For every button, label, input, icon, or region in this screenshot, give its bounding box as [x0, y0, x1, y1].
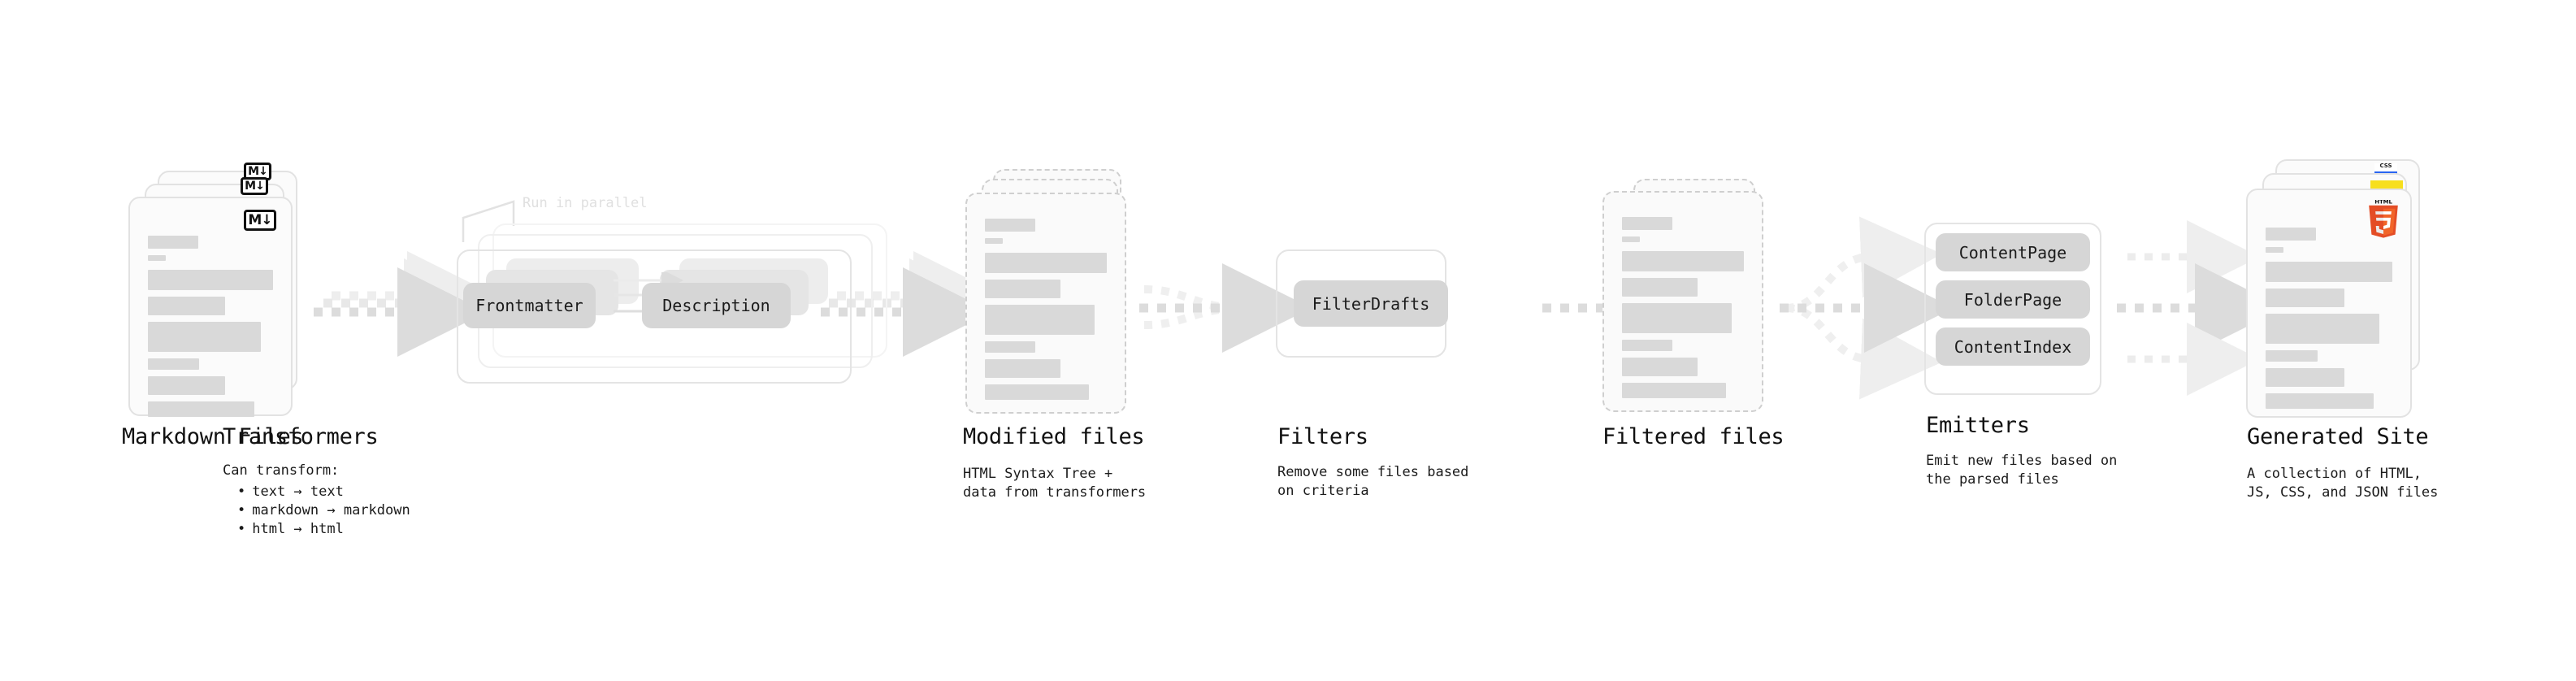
transformer-pill-frontmatter[interactable]: Frontmatter	[463, 283, 596, 328]
filtered-card-content	[1622, 217, 1744, 398]
svg-text:HTML: HTML	[2374, 200, 2392, 206]
markdown-icon: M↓	[244, 210, 276, 231]
emitters-box	[1924, 223, 2101, 395]
modified-card-front	[965, 193, 1126, 414]
modified-files-subtitle: HTML Syntax Tree + data from transformer…	[963, 466, 1147, 501]
markdown-icon-back: M↓	[244, 163, 271, 180]
emitter-pill-contentindex[interactable]: ContentIndex	[1936, 327, 2090, 366]
emitter-pill-folderpage[interactable]: FolderPage	[1936, 280, 2090, 319]
filter-pill-filterdrafts[interactable]: FilterDrafts	[1294, 280, 1448, 327]
markdown-card-content	[148, 236, 273, 417]
site-card-html: HTML	[2246, 189, 2412, 418]
arrow-modified-to-filters	[1139, 263, 1312, 353]
transformers-box-front	[457, 249, 852, 384]
generated-site-title: Generated Site	[2247, 424, 2429, 449]
transform-item-text: text → text	[237, 483, 410, 501]
transform-item-markdown: markdown → markdown	[237, 501, 410, 520]
transformers-capability-list: text → text markdown → markdown html → h…	[226, 483, 410, 539]
emitter-pill-contentpage[interactable]: ContentPage	[1936, 233, 2090, 271]
emitters-title: Emitters	[1926, 413, 2030, 438]
generated-site-subtitle: A collection of HTML, JS, CSS, and JSON …	[2247, 466, 2439, 501]
filtered-card-front	[1602, 191, 1763, 412]
arrow-emitters-to-site	[2117, 220, 2284, 396]
filtered-files-title: Filtered files	[1602, 424, 1785, 449]
transform-item-html: html → html	[237, 520, 410, 539]
filters-title: Filters	[1277, 424, 1368, 449]
transformer-pill-description[interactable]: Description	[642, 283, 791, 328]
markdown-card-front: M↓	[128, 197, 293, 417]
emitters-subtitle: Emit new files based on the parsed files	[1926, 453, 2118, 488]
arrow-filtered-to-emitters	[1780, 216, 1954, 400]
markdown-icon-mid: M↓	[241, 177, 268, 195]
transformers-title: Transformers	[223, 424, 379, 449]
html5-icon: HTML	[2369, 200, 2398, 238]
modified-card-content	[985, 219, 1107, 400]
arrow-markdown-to-transformers	[314, 251, 497, 357]
run-in-parallel-label: Run in parallel	[523, 195, 648, 211]
modified-files-title: Modified files	[963, 424, 1145, 449]
transformers-subtitle: Can transform:	[223, 462, 340, 479]
markdown-files-title: Markdown Files	[122, 424, 304, 449]
filters-subtitle: Remove some files based on criteria	[1277, 464, 1469, 499]
site-card-content	[2266, 228, 2392, 409]
